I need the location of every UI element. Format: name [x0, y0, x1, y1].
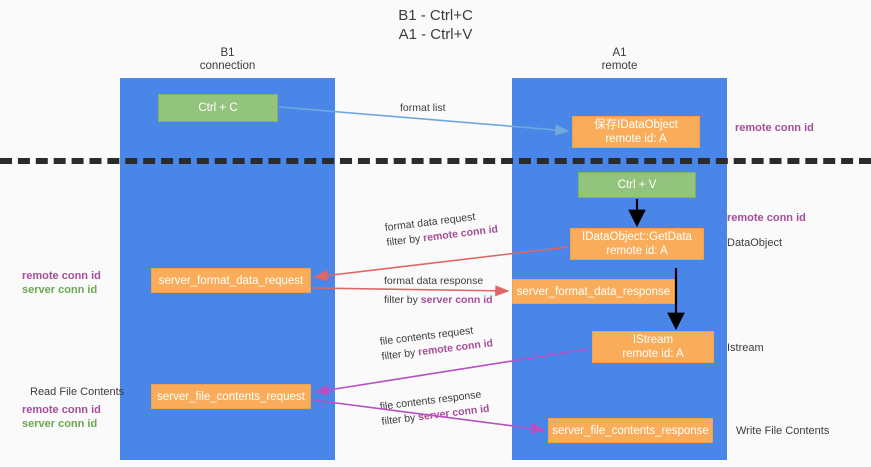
flow-label-format-data-response-line2: filter by server conn id [384, 293, 493, 308]
box-save-idataobject-line1: 保存IDataObject [594, 119, 678, 131]
box-server-format-data-request-label: server_format_data_request [158, 274, 304, 287]
annotation-left-mid-server: server conn id [22, 284, 98, 296]
box-server-file-contents-request-label: server_file_contents_request [157, 390, 305, 403]
box-server-format-data-response-label: server_format_data_response [516, 285, 671, 298]
box-istream-line2: remote id: A [622, 348, 684, 360]
box-ctrl-c-label: Ctrl + C [198, 102, 238, 114]
flow-prefix: filter by [385, 232, 424, 249]
column-header-b1-name: B1 [220, 47, 235, 59]
annotation-left-bottom-remote: remote conn id [22, 404, 101, 416]
flow-prefix: filter by [380, 411, 419, 428]
box-ctrl-v-label: Ctrl + V [617, 179, 657, 191]
box-save-idataobject[interactable]: 保存IDataObject remote id: A [572, 116, 700, 148]
box-ctrl-c[interactable]: Ctrl + C [158, 94, 278, 122]
annotation-left-mid: remote conn id server conn id [22, 269, 101, 297]
flow-key-server-conn-id: server conn id [420, 294, 493, 306]
flow-label-format-list-text: format list [400, 102, 446, 114]
flow-label-file-contents-request: file contents request filter by remote c… [379, 321, 494, 364]
annotation-left-bottom: remote conn id server conn id [22, 403, 101, 431]
annotation-read-file-contents: Read File Contents [30, 386, 125, 398]
column-header-a1-name: A1 [612, 47, 627, 59]
annotation-write-file-contents: Write File Contents [736, 425, 830, 437]
title-line-1: B1 - Ctrl+C [398, 7, 473, 24]
flow-prefix: filter by [380, 346, 419, 363]
flow-label-format-data-request: format data request filter by remote con… [384, 207, 499, 250]
dashed-separator [0, 158, 871, 164]
box-server-file-contents-request[interactable]: server_file_contents_request [151, 384, 311, 409]
annotation-istream: Istream [727, 342, 764, 354]
annotation-right-top-remote-conn-id: remote conn id [735, 122, 814, 134]
column-header-a1: A1 remote [512, 47, 727, 73]
flow-prefix: filter by [384, 294, 421, 306]
box-istream-line1: IStream [632, 334, 674, 346]
box-getdata-line1: IDataObject::GetData [582, 231, 692, 243]
box-server-file-contents-response[interactable]: server_file_contents_response [548, 418, 713, 443]
flow-label-format-data-response: format data response filter by server co… [384, 274, 493, 308]
box-server-format-data-request[interactable]: server_format_data_request [151, 268, 311, 293]
flow-label-format-data-response-line1: format data response [384, 275, 484, 287]
title-line-2: A1 - Ctrl+V [398, 26, 473, 43]
page-title: B1 - Ctrl+C A1 - Ctrl+V [0, 6, 871, 44]
box-save-idataobject-line2: remote id: A [605, 133, 667, 145]
column-header-b1-role: connection [199, 60, 256, 72]
box-getdata-line2: remote id: A [606, 245, 668, 257]
box-istream[interactable]: IStream remote id: A [592, 331, 714, 363]
annotation-right-mid-remote-conn-id: remote conn id [727, 212, 806, 224]
annotation-left-mid-remote: remote conn id [22, 270, 101, 282]
flow-label-format-list: format list [400, 101, 446, 116]
flow-label-file-contents-response: file contents response filter by server … [379, 387, 490, 430]
column-header-a1-role: remote [601, 60, 638, 72]
box-server-file-contents-response-label: server_file_contents_response [552, 424, 709, 437]
annotation-left-bottom-server: server conn id [22, 418, 98, 430]
box-idataobject-getdata[interactable]: IDataObject::GetData remote id: A [570, 228, 704, 260]
annotation-dataobject: DataObject [727, 237, 783, 249]
box-server-format-data-response[interactable]: server_format_data_response [512, 279, 675, 304]
box-ctrl-v[interactable]: Ctrl + V [578, 172, 696, 198]
column-header-b1: B1 connection [120, 47, 335, 73]
